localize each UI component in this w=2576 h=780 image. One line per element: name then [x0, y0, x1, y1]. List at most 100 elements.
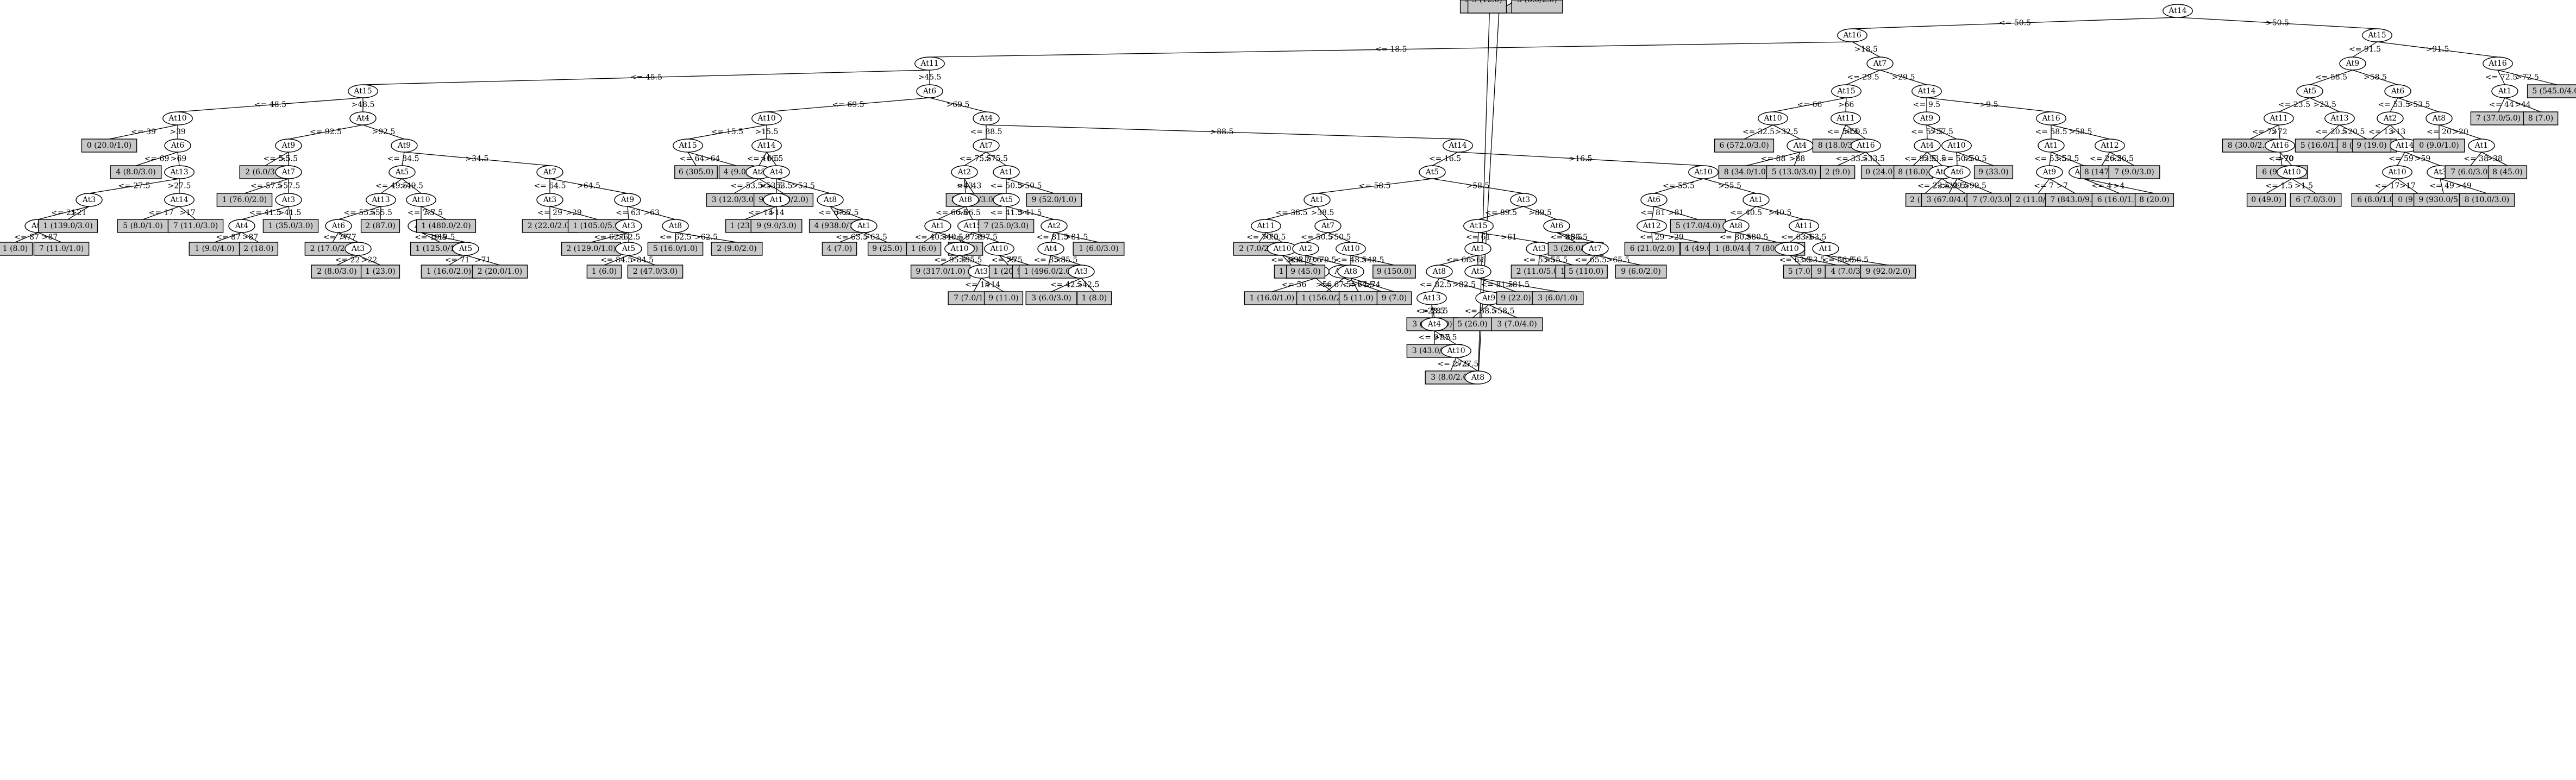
edge-label-db-de: >58.5 [1466, 182, 1490, 191]
tree-edge-cf-ci [937, 232, 966, 243]
split-node-cv: At4 [1037, 242, 1064, 256]
leaf-node-bd: 1 (6.0) [586, 265, 622, 279]
edge-label-v-x: <= 5.5 [263, 155, 290, 163]
leaf-box [906, 242, 942, 256]
split-node-fr: At10 [1758, 111, 1788, 125]
tree-edge-ai-aq [421, 206, 447, 220]
tree-edge-fy-fz [1837, 152, 1866, 166]
edge-label-go-gw: >26.5 [2110, 155, 2134, 163]
tree-edge-gd-gf [1913, 152, 1928, 166]
split-attribute-label: At10 [1446, 347, 1465, 355]
split-node-b: At15 [2362, 28, 2392, 42]
edge-label-eb-ee: >82.5 [1452, 281, 1476, 290]
tree-edge-aj-al [332, 232, 339, 243]
split-attribute-label: At2 [2383, 114, 2397, 123]
edge-label-dz-ec: >66 [1470, 256, 1486, 265]
leaf-label: 9 (930.0/5.0) [2418, 196, 2468, 204]
edge-label-fb-fd: <= 29 [1640, 233, 1665, 242]
leaf-node-hh: 0 (49.0) [2246, 193, 2286, 207]
split-node-fp: At15 [1831, 84, 1862, 98]
leaf-label: 2 (9.0/2.0) [717, 244, 757, 253]
split-node-cb: At2 [951, 165, 978, 179]
edge-label-f-bi: >69.5 [947, 100, 970, 109]
edge-label-j-l: >69 [171, 155, 187, 163]
edge-label-cf-ch: <= 40.5 [914, 233, 947, 242]
split-ellipse [2384, 84, 2411, 98]
split-node-eg: At4 [1421, 317, 1448, 331]
split-attribute-label: At8 [2432, 114, 2446, 123]
edge-label-hg-hh: <= 1.5 [2265, 182, 2292, 191]
leaf-node-ex: 5 (110.0) [1564, 265, 1608, 279]
edge-label-bn-bp: <= 53.5 [730, 182, 762, 191]
split-attribute-label: At3 [622, 222, 635, 230]
split-node-fq: At14 [1911, 84, 1942, 98]
tree-edge-fq-gc [1926, 97, 2052, 112]
leaf-node-bf: 5 (16.0/1.0) [647, 242, 704, 256]
split-ellipse [1911, 84, 1942, 98]
edge-label-ab-ae: >87 [242, 233, 259, 242]
split-attribute-label: At6 [1550, 222, 1563, 230]
split-ellipse [1463, 219, 1494, 233]
split-ellipse [1944, 165, 1971, 179]
split-attribute-label: At7 [1321, 222, 1334, 230]
tree-edge-fj-fl [1789, 255, 1801, 266]
leaf-box [1973, 165, 2014, 179]
leaf-node-q: 1 (8.0) [0, 242, 33, 256]
edge-label-ew-ex: <= 65.5 [1575, 256, 1607, 265]
leaf-label: 4 (8.0/3.0) [116, 168, 156, 177]
tree-edge-e-g [177, 97, 363, 112]
tree-edge-dd-df [1265, 206, 1318, 220]
tree-edge-az-bb [591, 232, 629, 243]
edge-label-dn-dp: <= 79.5 [1289, 256, 1321, 265]
split-node-g: At10 [162, 111, 193, 125]
edge-label-cv-cx: <= 85.5 [1033, 256, 1066, 265]
tree-edge-b-gx [2352, 41, 2378, 58]
edge-label-bs-bv: <= 67.5 [818, 209, 850, 217]
tree-edge-g-i [109, 124, 178, 140]
tree-edge-dd-dg [1317, 206, 1328, 220]
leaf-node-dp: 9 (45.0) [1286, 265, 1326, 279]
tree-edge-he-hg [2279, 152, 2292, 166]
leaf-box [421, 265, 477, 279]
tree-edge-cv-cy [1050, 255, 1082, 266]
tree-edge-ec-er [1477, 278, 1516, 292]
split-node-ec: At5 [1464, 265, 1491, 279]
split-node-n: At14 [164, 193, 195, 207]
leaf-node-ia: 5 (545.0/4.0) [2527, 84, 2576, 98]
edge-label-fp-fs: >66 [1838, 100, 1854, 109]
edge-label-c-f: >45.5 [918, 73, 942, 82]
tree-edge-aa-ab [241, 206, 289, 220]
leaf-label: 7 (843.0/9.0) [2050, 196, 2099, 204]
split-attribute-label: At4 [235, 222, 248, 230]
split-attribute-label: At8 [823, 196, 837, 204]
edge-label-b-gy: >91.5 [2426, 45, 2449, 54]
leaf-label: 6 (8.0/1.0) [2357, 196, 2397, 204]
split-attribute-label: At5 [1425, 168, 1439, 177]
leaf-node-hi: 6 (7.0/3.0) [2290, 193, 2342, 207]
split-ellipse [344, 242, 372, 256]
edge-label-cj-cl: <= 95.5 [934, 256, 966, 265]
tree-edge-fg-fj [1789, 232, 1804, 243]
leaf-box [1338, 291, 1378, 305]
split-ellipse [1417, 291, 1447, 305]
tree-edge-bo-bs [776, 178, 831, 194]
edge-label-dc-ez: <= 55.5 [1663, 182, 1695, 191]
tree-edge-aw-ba [627, 206, 676, 220]
leaf-label: 1 (16.0/1.0) [1250, 294, 1294, 303]
split-ellipse [1851, 139, 1881, 153]
tree-edge-fg-fk [1803, 232, 1826, 243]
edge-label-de-dy: >89.5 [1528, 209, 1552, 217]
split-attribute-label: At10 [1694, 168, 1712, 177]
split-ellipse [388, 165, 416, 179]
split-node-h: At4 [349, 111, 377, 125]
leaf-node-gk: 9 (33.0) [1973, 165, 2014, 179]
leaf-node-ib: 7 (37.0/5.0) [2470, 111, 2527, 125]
split-node-di: At10 [1267, 242, 1298, 256]
leaf-box [647, 242, 704, 256]
leaf-box [1966, 193, 2019, 207]
leaf-label: 8 (7.0) [2528, 114, 2554, 123]
tree-edge-hz-ib [2498, 97, 2505, 112]
edge-label-d-fq: >29.5 [1892, 73, 1915, 82]
edge-label-cb-cd: <= 43 [957, 182, 982, 191]
